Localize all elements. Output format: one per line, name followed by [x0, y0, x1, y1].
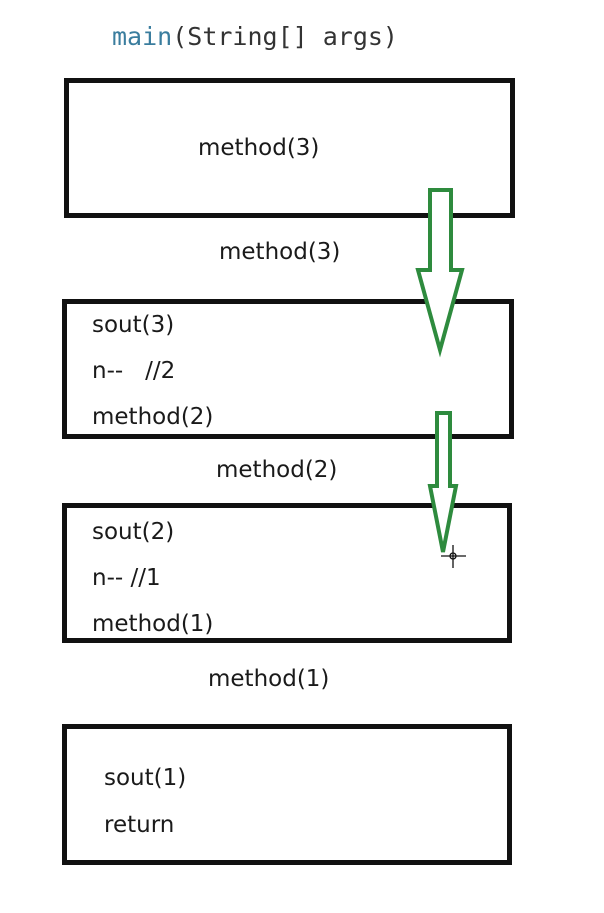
down-arrow-icon: [427, 411, 459, 553]
main-function-name: main: [112, 22, 173, 51]
call-label: method(2): [216, 457, 338, 483]
frame-line: sout(1): [104, 765, 187, 791]
frame-line: sout(2): [92, 519, 175, 545]
crosshair-cursor-icon: [441, 545, 466, 568]
call-label: method(1): [208, 666, 330, 692]
main-signature-params: (String[] args): [172, 22, 398, 51]
frame-line: method(1): [92, 611, 214, 637]
frame-line: method(3): [198, 135, 320, 161]
main-signature: main(String[] args): [112, 22, 398, 51]
down-arrow-icon: [415, 188, 465, 358]
method-1-stack-frame: [62, 724, 512, 865]
frame-line: method(2): [92, 404, 214, 430]
call-label: method(3): [219, 239, 341, 265]
frame-line: n-- //1: [92, 565, 161, 591]
frame-line: return: [104, 812, 175, 838]
frame-line: n-- //2: [92, 358, 176, 384]
frame-line: sout(3): [92, 312, 175, 338]
